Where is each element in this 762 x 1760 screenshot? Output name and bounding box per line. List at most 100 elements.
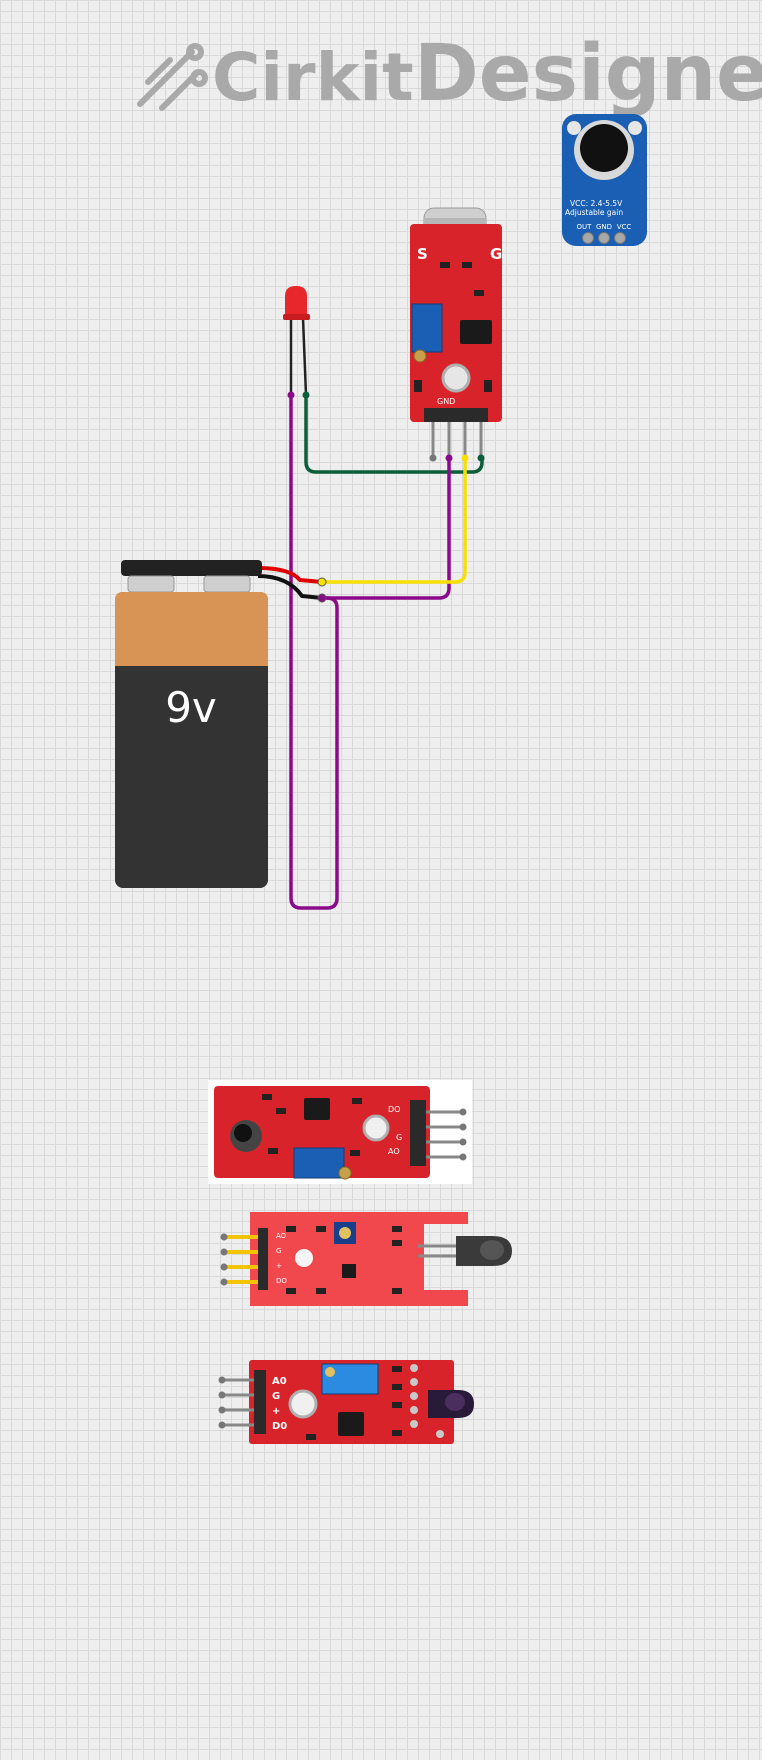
- mic-amplifier-breakout[interactable]: VCC: 2.4-5.5V Adjustable gain OUT GND VC…: [562, 114, 647, 246]
- ir-b-pin-d0[interactable]: [218, 1421, 226, 1429]
- breakout-pin-vcc[interactable]: [614, 232, 626, 244]
- sensor-pin-vcc[interactable]: [461, 454, 469, 462]
- ir-a-pin-header: [258, 1228, 268, 1290]
- sound-sensor-module[interactable]: S G GND: [410, 207, 502, 462]
- ir-a-smd-parts: [286, 1226, 402, 1294]
- breakout-pin-label-vcc: VCC: [617, 223, 632, 231]
- breakout-mount-hole-right: [628, 121, 642, 135]
- wire-yellow-vcc[interactable]: [322, 458, 467, 584]
- ir-b-pin-vcc[interactable]: [218, 1406, 226, 1414]
- ir-b-ic-chip: [338, 1412, 364, 1436]
- ir-a-pin-g[interactable]: [220, 1248, 228, 1256]
- sensor-potentiometer[interactable]: [411, 303, 443, 353]
- sensor2-pot-screw[interactable]: [338, 1166, 352, 1180]
- breakout-pin-out[interactable]: [582, 232, 594, 244]
- breakout-vcc-label: VCC: 2.4-5.5V: [570, 199, 623, 208]
- breakout-pin-label-gnd: GND: [596, 223, 612, 231]
- sensor2-pin-header: [410, 1100, 426, 1166]
- led-cathode-pin[interactable]: [302, 391, 310, 399]
- sensor-pin-gnd[interactable]: [445, 454, 453, 462]
- sensor2-potentiometer[interactable]: [293, 1147, 345, 1179]
- sensor-pot-screw[interactable]: [413, 349, 427, 363]
- led-anode-pin[interactable]: [287, 391, 295, 399]
- sensor-mic-stripe: [424, 218, 486, 224]
- sensor-gnd-label: GND: [437, 397, 455, 406]
- ir-a-pins: [224, 1235, 262, 1284]
- sensor2-pcb: [214, 1086, 430, 1178]
- sensor-pin-do[interactable]: [477, 454, 485, 462]
- logo-brand-text: Cirkit: [212, 39, 414, 116]
- ir-b-label-g: G: [272, 1391, 280, 1402]
- ir-a-label-do: DO: [276, 1277, 287, 1285]
- ir-b-label-plus: +: [272, 1406, 280, 1417]
- ir-a-pcb: [250, 1212, 468, 1306]
- cirkit-designer-logo: Cirkit Designer: [137, 29, 762, 119]
- battery-label: 9v: [165, 683, 217, 732]
- battery-negative-terminal[interactable]: [317, 593, 327, 603]
- breakout-mount-hole-left: [567, 121, 581, 135]
- ir-a-label-plus: +: [276, 1262, 282, 1270]
- sensor2-smd-parts: [262, 1094, 362, 1156]
- battery-terminal-right: [203, 575, 251, 593]
- sensor-pin-ao[interactable]: [429, 454, 437, 462]
- sound-sensor-module-2[interactable]: DO G AO: [208, 1080, 472, 1184]
- ir-a-ic: [342, 1264, 356, 1278]
- logo-product-text: Designer: [414, 29, 762, 119]
- ir-b-side-pads: [410, 1364, 444, 1438]
- logo-icon: [137, 43, 208, 111]
- sensor2-label-do: DO: [388, 1105, 400, 1114]
- sensor-label-g: G: [490, 245, 502, 263]
- battery-red-lead: [257, 566, 323, 584]
- ir-a-pot-screw[interactable]: [339, 1227, 351, 1239]
- breakout-mic: [580, 124, 628, 172]
- ir-b-pins: [222, 1378, 256, 1427]
- led-rim: [283, 314, 310, 320]
- led-cathode-leg: [301, 317, 308, 396]
- ir-a-mount-hole: [295, 1249, 313, 1267]
- sensor2-ic-chip: [304, 1098, 330, 1120]
- wire-purple-led-battery[interactable]: [289, 395, 339, 910]
- sensor-pin-header: [424, 408, 488, 422]
- wire-purple-gnd[interactable]: [322, 458, 451, 600]
- ir-a-label-ao: AO: [276, 1232, 287, 1240]
- wire-green[interactable]: [304, 395, 484, 474]
- led-dome: [285, 286, 307, 318]
- sensor2-pin-2[interactable]: [459, 1123, 467, 1131]
- ir-a-sensor-legs: [418, 1244, 456, 1258]
- ir-b-mount-hole: [288, 1389, 318, 1419]
- sensor-pins: [431, 422, 483, 456]
- ir-a-pin-ao[interactable]: [220, 1233, 228, 1241]
- battery-snap-cap: [121, 560, 262, 576]
- sensor2-pin-4[interactable]: [459, 1153, 467, 1161]
- battery-terminal-left: [127, 575, 175, 593]
- sensor-smd-parts: [414, 262, 492, 392]
- ir-a-pin-vcc[interactable]: [220, 1263, 228, 1271]
- sensor2-mount-hole: [362, 1114, 390, 1142]
- sensor-pcb: [410, 224, 502, 422]
- ir-a-emitter-lens: [480, 1240, 504, 1260]
- ir-b-pin-g[interactable]: [218, 1391, 226, 1399]
- ir-b-pin-a0[interactable]: [218, 1376, 226, 1384]
- breakout-pin-gnd[interactable]: [598, 232, 610, 244]
- battery-positive-terminal[interactable]: [317, 577, 327, 587]
- sensor2-label-ao: AO: [388, 1147, 400, 1156]
- battery-9v[interactable]: 9v: [115, 560, 327, 888]
- ir-b-pot-screw[interactable]: [325, 1367, 335, 1377]
- battery-black-lead: [257, 574, 323, 600]
- ir-b-smd-parts: [306, 1366, 402, 1440]
- ir-a-pin-do[interactable]: [220, 1278, 228, 1286]
- sensor2-label-g: G: [396, 1133, 402, 1142]
- sensor-label-s: S: [417, 245, 428, 263]
- red-led[interactable]: [283, 286, 310, 399]
- ir-sensor-module-b[interactable]: A0 G + D0: [218, 1360, 475, 1444]
- sensor2-pin-3[interactable]: [459, 1138, 467, 1146]
- battery-copper-band: [115, 592, 268, 666]
- breakout-gain-label: Adjustable gain: [565, 208, 623, 217]
- sensor-mount-hole: [441, 363, 471, 393]
- sensor-ic-chip: [460, 320, 492, 344]
- sensor2-pin-1[interactable]: [459, 1108, 467, 1116]
- ir-b-label-a0: A0: [272, 1376, 287, 1387]
- ir-sensor-module-a[interactable]: AO G + DO: [220, 1212, 513, 1306]
- wires: [289, 395, 484, 910]
